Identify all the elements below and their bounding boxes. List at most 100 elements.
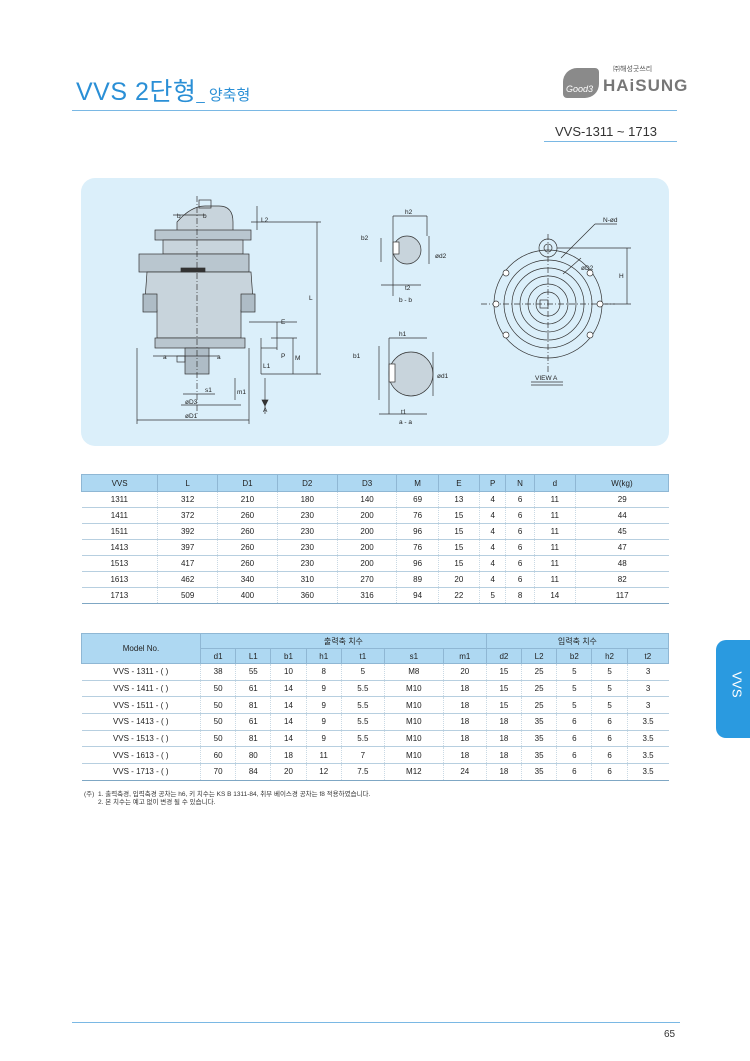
table-cell: 340 xyxy=(217,571,278,588)
table-cell: 4 xyxy=(478,507,506,524)
row-label-cell: VVS - 1713 - ( ) xyxy=(81,763,201,781)
label-L1: L1 xyxy=(263,363,271,370)
title-main: VVS 2단형 xyxy=(76,78,197,106)
table-cell: 230 xyxy=(276,523,338,540)
table-cell: 24 xyxy=(442,763,487,781)
table-cell: 96 xyxy=(396,523,439,540)
table-cell: 6 xyxy=(505,523,535,540)
table-cell: 70 xyxy=(199,763,236,781)
table-cell: 3.5 xyxy=(626,763,669,781)
table-cell: 4 xyxy=(478,571,506,588)
output-group-header: 출력축 치수 xyxy=(200,633,487,649)
table-cell: 5.5 xyxy=(340,730,385,748)
table-cell: 81 xyxy=(235,696,271,715)
table-cell: 6 xyxy=(591,713,628,731)
table-cell: 260 xyxy=(217,555,278,572)
table-cell: 18 xyxy=(485,713,522,731)
col-header: D3 xyxy=(336,474,398,492)
col-header: P xyxy=(478,474,507,492)
table-cell: 360 xyxy=(276,587,338,604)
table-cell: 140 xyxy=(336,491,397,508)
table-cell: 18 xyxy=(442,746,487,765)
table-cell: 44 xyxy=(574,507,669,524)
table-cell: 35 xyxy=(521,730,557,748)
input-group-header: 입력축 치수 xyxy=(485,633,670,649)
col-header: b2 xyxy=(556,648,593,664)
table-cell: 397 xyxy=(157,539,218,556)
col-header: d1 xyxy=(199,648,237,664)
table-cell: 5 xyxy=(556,696,592,715)
model-range: VVS-1311 ~ 1713 xyxy=(555,124,658,139)
table-cell: 200 xyxy=(336,507,397,524)
table-cell: 35 xyxy=(521,763,557,781)
table-cell: 6 xyxy=(556,713,592,731)
table-cell: 14 xyxy=(270,696,307,715)
output-shaft-section xyxy=(378,337,434,415)
table-cell: 35 xyxy=(521,746,557,765)
label-b-b: b - b xyxy=(399,297,412,304)
table-cell: 5 xyxy=(340,663,385,681)
label-L: L xyxy=(309,295,313,302)
table-cell: 5.5 xyxy=(340,680,385,698)
input-shaft-section xyxy=(380,215,430,296)
page-title: VVS 2단형_ 양축형 xyxy=(76,72,250,108)
row-label-cell: 1511 xyxy=(81,523,158,540)
drawing-panel: b b L2 L E P M L1 a a s1 m1 øD3 øD1 A h2… xyxy=(81,178,669,446)
row-label-cell: 1311 xyxy=(81,491,158,508)
table-cell: 260 xyxy=(217,539,278,556)
table-cell: 5 xyxy=(478,587,506,604)
company-logo: Good3 ㈜해성굿쓰리 HAiSUNG xyxy=(563,64,687,100)
table-cell: M10 xyxy=(383,746,444,765)
table-cell: 14 xyxy=(533,587,576,604)
label-a-right: a xyxy=(217,354,221,361)
table-cell: 18 xyxy=(442,696,487,715)
label-Nd: N-ød xyxy=(603,217,618,224)
table-cell: M10 xyxy=(383,713,444,731)
table-cell: 15 xyxy=(437,539,480,556)
col-header: VVS xyxy=(80,474,159,492)
table-cell: 200 xyxy=(336,523,397,540)
table-cell: 392 xyxy=(157,523,218,540)
table-cell: 270 xyxy=(336,571,397,588)
table-cell: 310 xyxy=(276,571,338,588)
table-cell: M10 xyxy=(383,696,444,715)
table-subheader-row: d1 L1 b1 h1 t1 s1 m1 d2 L2 b2 h2 t2 xyxy=(82,648,670,664)
table-cell: M12 xyxy=(383,763,444,781)
table-cell: 22 xyxy=(437,587,480,604)
table-cell: 6 xyxy=(556,763,592,781)
model-header: Model No. xyxy=(81,633,201,664)
label-t1: t1 xyxy=(401,409,407,416)
table-cell: 4 xyxy=(478,539,506,556)
table-cell: 81 xyxy=(235,730,271,748)
table-cell: 11 xyxy=(533,523,576,540)
table-cell: 6 xyxy=(505,507,535,524)
table-cell: 4 xyxy=(478,523,506,540)
logo-badge-text: Good3 xyxy=(566,84,594,94)
table-cell: 200 xyxy=(336,555,397,572)
label-b1: b1 xyxy=(353,353,361,360)
table-cell: 20 xyxy=(442,663,487,681)
table-cell: 230 xyxy=(276,539,338,556)
col-header: W(kg) xyxy=(574,474,670,492)
table-cell: 20 xyxy=(437,571,480,588)
label-a-left: a xyxy=(163,354,167,361)
table-cell: 5.5 xyxy=(340,713,385,731)
table-cell: 15 xyxy=(437,507,480,524)
table-cell: 400 xyxy=(217,587,278,604)
footer-rule xyxy=(72,1022,680,1023)
table-cell: 9 xyxy=(305,696,342,715)
technical-drawing: b b L2 L E P M L1 a a s1 m1 øD3 øD1 A h2… xyxy=(136,196,631,426)
table-cell: 6 xyxy=(505,571,535,588)
table-cell: 38 xyxy=(199,663,236,681)
row-label-cell: VVS - 1311 - ( ) xyxy=(81,663,201,681)
table-cell: 13 xyxy=(437,491,480,508)
col-header: D1 xyxy=(217,474,278,492)
label-M: M xyxy=(295,355,300,362)
table-cell: 15 xyxy=(437,523,480,540)
label-b-right: b xyxy=(203,213,207,220)
table-cell: 18 xyxy=(442,730,487,748)
table-cell: 15 xyxy=(485,663,522,681)
